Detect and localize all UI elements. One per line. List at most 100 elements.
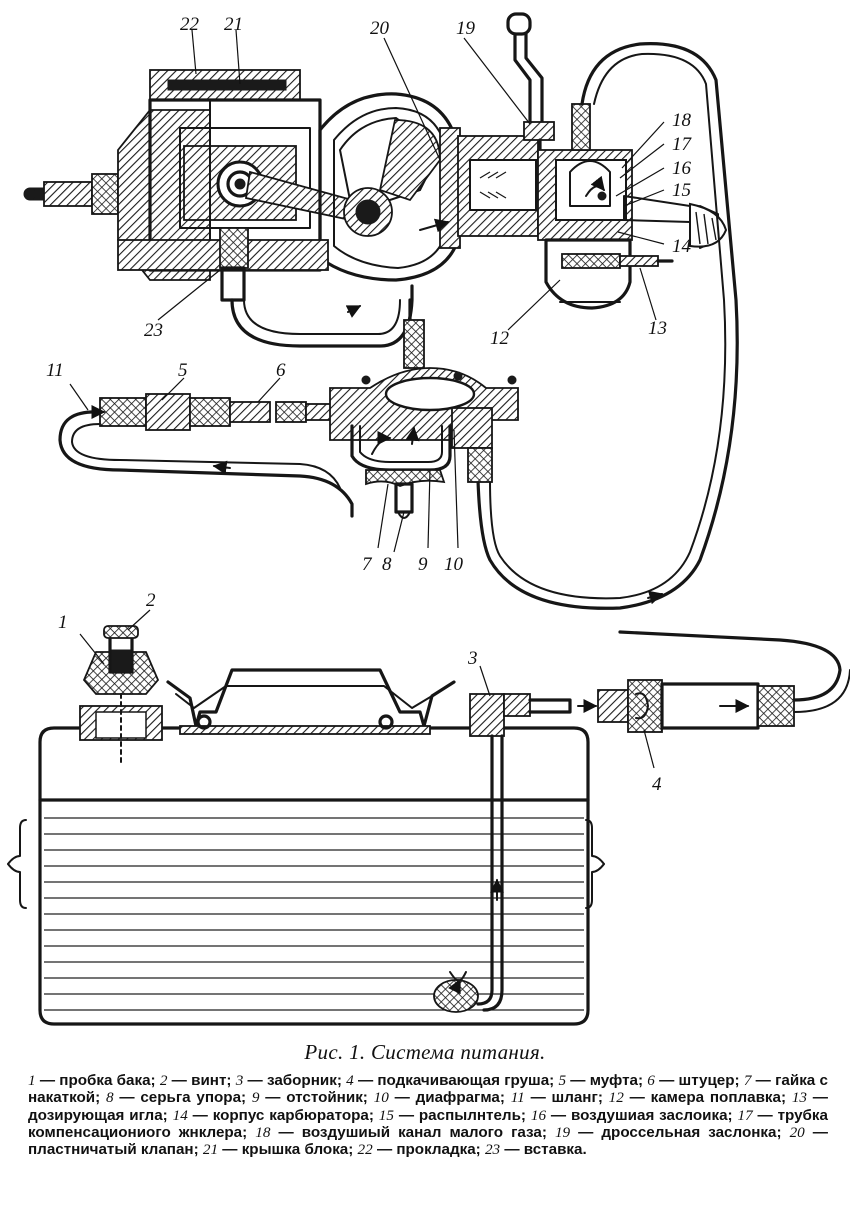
callout-16: 16	[672, 158, 692, 179]
legend-item: 3 — заборник;	[235, 1072, 347, 1089]
tank-handle	[166, 668, 456, 728]
sump-filter	[329, 319, 519, 519]
knurled-nut	[365, 469, 446, 487]
legend-item-number: 18	[255, 1123, 271, 1141]
legend-item-number: 9	[251, 1089, 260, 1107]
legend-item-number: 3	[235, 1072, 244, 1089]
legend-item: 7 — гайка с накаткой;	[28, 1072, 828, 1107]
legend-item-text: диафрагма	[415, 1089, 500, 1107]
legend-item-number: 21	[202, 1141, 219, 1159]
callout-1: 1	[58, 612, 68, 633]
gasket	[167, 79, 287, 91]
legend-item: 17 — трубка компенсациониого жнклера;	[28, 1106, 828, 1141]
legend-item-number: 16	[530, 1106, 547, 1124]
legend-item-text: воздушиый канал малого газа	[301, 1123, 542, 1141]
legend-item-text: подкачивающая груша	[377, 1072, 550, 1089]
legend-item: 11 — шланг;	[510, 1089, 609, 1107]
callout-3: 3	[467, 648, 478, 669]
legend-item-number: 12	[608, 1089, 624, 1107]
pulse-hose	[230, 284, 414, 348]
legend-item-text: серьга упора	[140, 1089, 242, 1107]
fuel-tank	[7, 625, 605, 1026]
callout-8: 8	[382, 554, 392, 575]
legend-item-number: 6	[647, 1072, 655, 1089]
legend-item-text: корпус карбюратора	[212, 1106, 369, 1124]
primer-bulb	[597, 630, 850, 733]
legend-item: 2 — винт;	[159, 1072, 236, 1089]
figure-caption: Рис. 1. Система питания.	[304, 1040, 546, 1064]
callout-6: 6	[276, 360, 286, 381]
legend-item-text: дозирующая игла	[28, 1106, 163, 1124]
legend-item: 8 — серьга упора;	[105, 1089, 252, 1107]
callout-14: 14	[672, 236, 692, 257]
legend-item-number: 1	[28, 1072, 36, 1089]
float-chamber	[544, 238, 632, 310]
legend-item-number: 14	[172, 1106, 188, 1124]
legend-item-number: 5	[558, 1072, 567, 1089]
legend-item-text: винт	[191, 1072, 227, 1089]
legend-item-number: 13	[791, 1089, 808, 1107]
legend-item-text: шланг	[551, 1089, 598, 1107]
callout-11: 11	[46, 360, 64, 381]
legend-item-text: воздушиая заслоика	[570, 1106, 728, 1124]
legend-item-number: 7	[743, 1072, 752, 1089]
fuel-system-diagram: 1 2 3 4 5 6 7 8 9 10 11 12 13 14 15 16 1…	[7, 12, 850, 1026]
callout-labels: 1 2 3 4 5 6 7 8 9 10 11 12 13 14 15 16 1…	[46, 14, 693, 795]
callout-9: 9	[418, 554, 428, 575]
legend-item: 13 — дозирующая игла;	[28, 1089, 828, 1124]
fitting	[229, 401, 271, 423]
legend-item-number: 4	[346, 1072, 354, 1089]
carburetor	[457, 12, 728, 310]
engine-assembly	[23, 69, 461, 302]
stop-shackle	[394, 482, 414, 514]
fuel-hose-right-loop	[476, 42, 739, 610]
legend-item-number: 2	[159, 1072, 168, 1089]
legend-item-text: штуцер	[678, 1072, 735, 1089]
legend-item: 4 — подкачивающая груша;	[346, 1072, 559, 1089]
legend-item-number: 8	[105, 1089, 114, 1107]
legend-item-number: 17	[737, 1106, 753, 1124]
legend-item: 6 — штуцер;	[647, 1072, 744, 1089]
legend-item: 21 — крышка блока;	[202, 1141, 358, 1159]
legend-item: 16 — воздушиая заслоика;	[530, 1106, 738, 1124]
coupling-and-fitting	[87, 393, 337, 431]
legend-item-text: трубка компенсациониого жнклера	[28, 1106, 828, 1141]
legend-item: 22 — прокладка;	[357, 1141, 485, 1159]
legend-item: 1 — пробка бака;	[28, 1072, 160, 1089]
callout-22: 22	[180, 14, 200, 35]
legend-item-text: муфта	[589, 1072, 638, 1089]
callout-21: 21	[224, 14, 243, 35]
legend-item-text: заборник	[266, 1072, 337, 1089]
callout-7: 7	[362, 554, 373, 575]
legend-item-text: прокладка	[396, 1141, 476, 1159]
legend-item: 12 — камера поплавка;	[608, 1089, 792, 1107]
callout-15: 15	[672, 180, 691, 201]
callout-5: 5	[178, 360, 188, 381]
callout-10: 10	[444, 554, 464, 575]
legend-item-number: 19	[554, 1123, 571, 1141]
throttle-knob	[506, 12, 532, 36]
legend-item-number: 22	[357, 1141, 373, 1159]
spark-plug	[23, 173, 119, 215]
legend-item: 15 — распылнтель;	[378, 1106, 531, 1124]
legend-item-text: дроссельная заслонка	[601, 1123, 777, 1141]
diaphragm	[384, 376, 476, 412]
figure-legend: 1 — пробка бака; 2 — винт; 3 — заборник;…	[28, 1072, 828, 1158]
legend-item-number: 15	[378, 1106, 394, 1124]
legend-item-text: пластничатый клапан	[28, 1141, 194, 1159]
callout-19: 19	[456, 18, 476, 39]
callout-20: 20	[370, 18, 390, 39]
legend-item-number: 10	[373, 1089, 389, 1107]
legend-item-text: пробка бака	[59, 1072, 151, 1089]
tank-shell	[38, 726, 590, 1026]
callout-18: 18	[672, 110, 692, 131]
hose-11	[58, 410, 354, 518]
legend-item-text: гайка с накаткой	[28, 1072, 828, 1107]
legend-item: 9 — отстойник;	[251, 1089, 374, 1107]
reed-valve	[439, 127, 461, 249]
legend-item: 5 — муфта;	[558, 1072, 648, 1089]
callout-2: 2	[146, 590, 156, 611]
pickup	[469, 693, 505, 737]
legend-item: 23 — вставка.	[484, 1141, 587, 1159]
fuel-filter-net	[433, 979, 479, 1013]
